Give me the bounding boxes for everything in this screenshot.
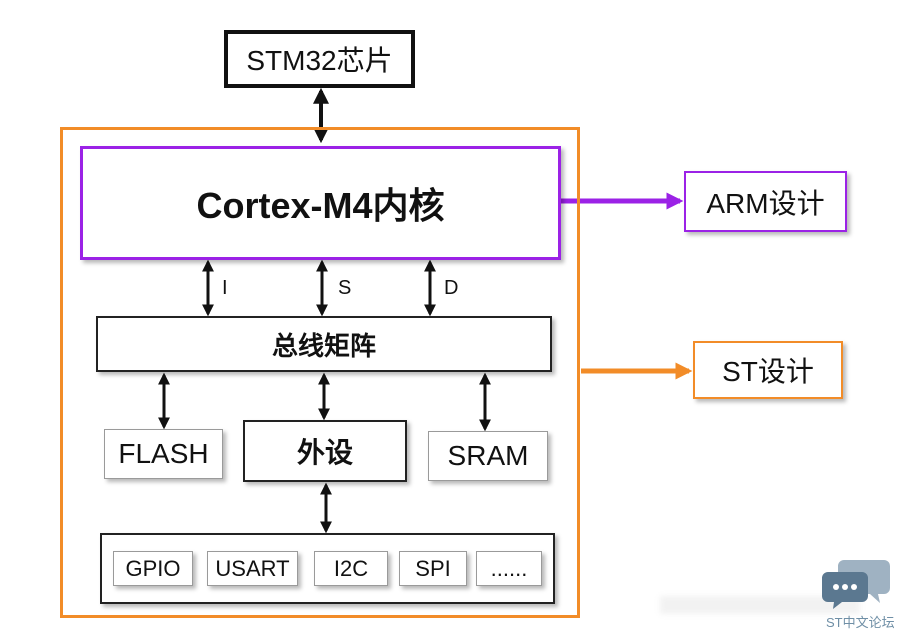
stm32-chip-boundary [60,127,580,618]
peripheral-gpio: GPIO [113,551,193,586]
peripheral-usart: USART [207,551,298,586]
sram-box: SRAM [428,431,548,481]
peripheral-i2c: I2C [314,551,388,586]
i-bus-label: I [222,277,228,299]
peripheral-spi: SPI [399,551,467,586]
d-bus-label: D [444,277,459,299]
flash-box: FLASH [104,429,223,479]
chat-bubbles-icon [822,560,890,609]
peripherals-box: 外设 [243,420,407,482]
st-design-box: ST设计 [693,341,843,399]
arm-design-box: ARM设计 [684,171,847,232]
s-bus-label: S [338,277,352,299]
watermark-text: ST中文论坛 [826,615,895,630]
cortex-m4-core-box: Cortex-M4内核 [80,146,561,260]
peripheral-more: ...... [476,551,542,586]
bus-matrix-box: 总线矩阵 [96,316,552,372]
watermark-blur [660,596,860,614]
stm32-chip-box: STM32芯片 [224,30,415,88]
peripheral-list-box: GPIO USART I2C SPI ...... [100,533,555,604]
